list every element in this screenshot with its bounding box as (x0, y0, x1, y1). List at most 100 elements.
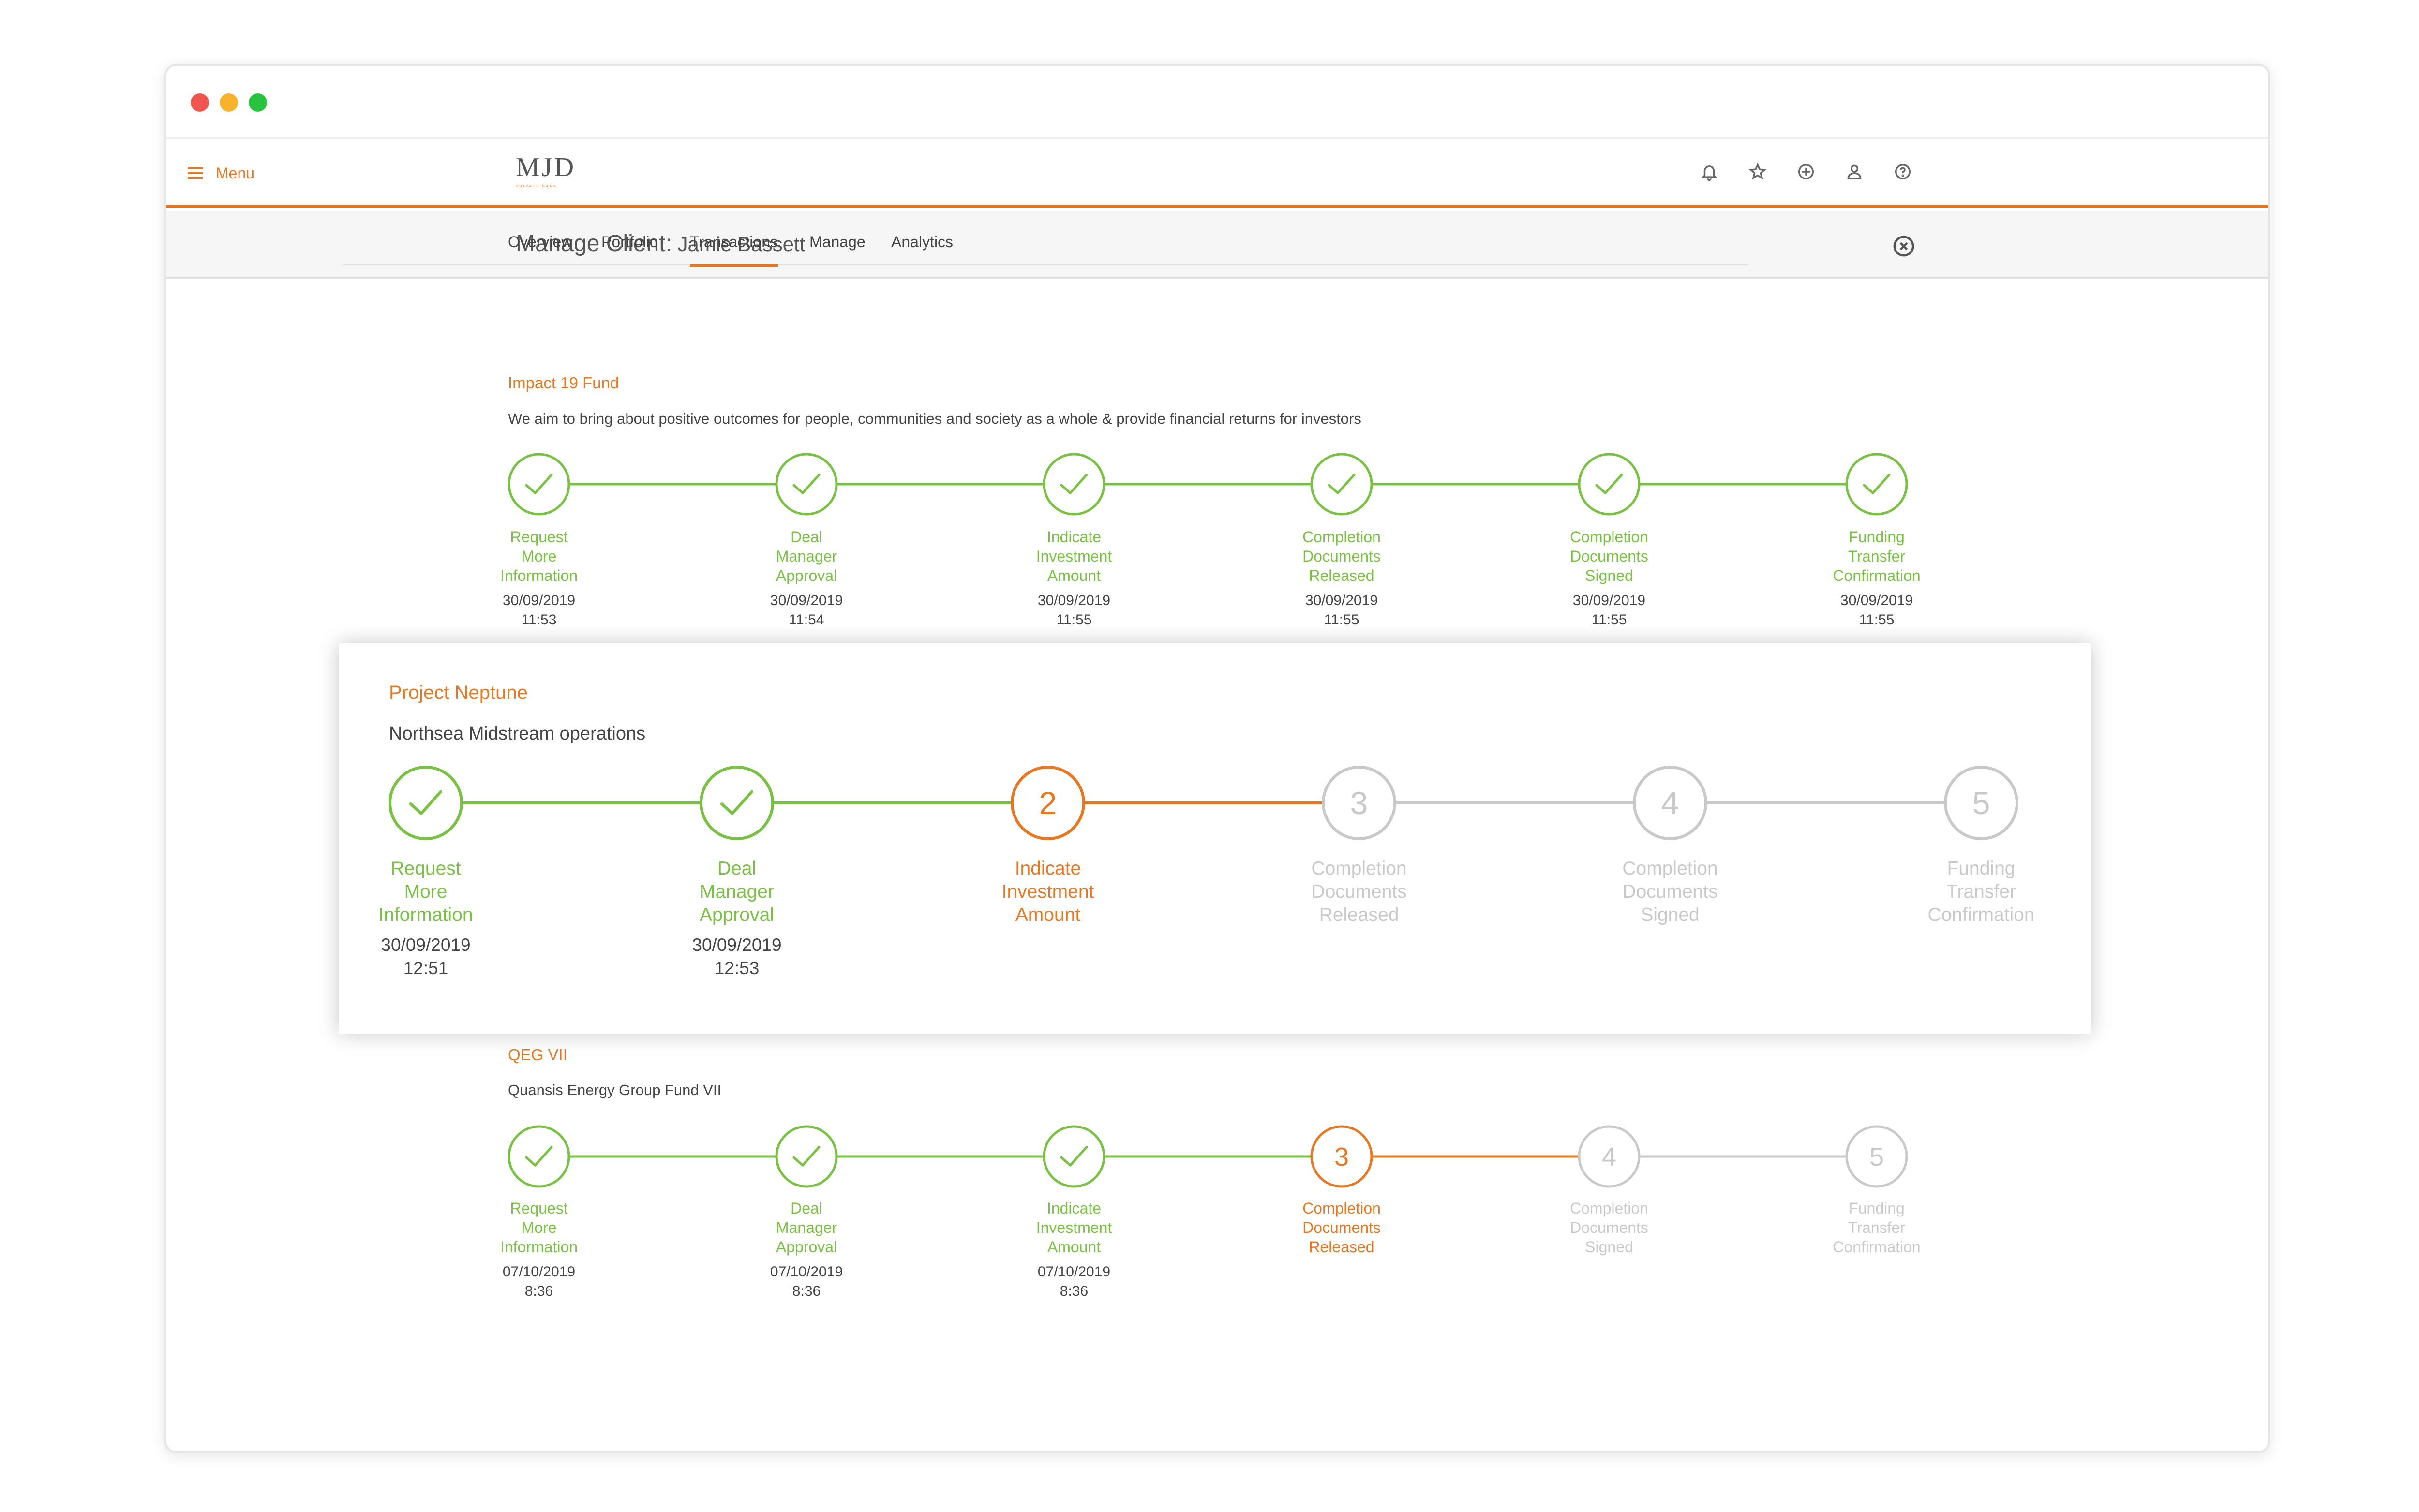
fund-title: QEG VII (508, 1046, 567, 1064)
step-node[interactable]: 5 (1944, 766, 2018, 840)
step-number: 3 (1350, 785, 1368, 821)
step-node[interactable]: 5 (1845, 1125, 1908, 1188)
fund-card-project-neptune[interactable]: Project Neptune Northsea Midstream opera… (339, 643, 2091, 1034)
close-icon[interactable] (1893, 235, 1915, 257)
step-number: 2 (1039, 785, 1057, 821)
step-node[interactable]: 3 (1310, 1125, 1373, 1188)
check-icon (525, 1145, 553, 1167)
menu-label: Menu (216, 164, 255, 182)
step-node[interactable]: 4 (1633, 766, 1707, 840)
window-maximize-button[interactable] (249, 93, 267, 112)
step-node[interactable] (775, 1125, 838, 1188)
stepper-graphic: 3 4 5 (508, 1125, 1908, 1188)
window-titlebar (166, 66, 2268, 139)
fund-description: We aim to bring about positive outcomes … (508, 410, 1361, 427)
check-icon (1595, 473, 1623, 494)
step-node[interactable] (1845, 453, 1908, 516)
check-icon (792, 1145, 821, 1167)
tab-overview[interactable]: Overview (508, 233, 573, 251)
check-icon (1863, 473, 1891, 494)
page-title-prefix: Manage Client: (516, 231, 672, 256)
step-node[interactable] (389, 766, 463, 840)
window-minimize-button[interactable] (220, 93, 238, 112)
tab-transactions[interactable]: Transactions (690, 233, 778, 267)
check-icon (1060, 1145, 1088, 1167)
window-close-button[interactable] (191, 93, 209, 112)
help-icon[interactable] (1894, 163, 1912, 181)
brand-logo[interactable]: MJD PRIVATE BANK (516, 153, 588, 193)
tab-analytics[interactable]: Analytics (891, 233, 954, 251)
step-node[interactable] (1043, 453, 1105, 516)
step-node[interactable]: 4 (1578, 1125, 1641, 1188)
client-tabs: Overview Portfolio Transactions Manage A… (343, 222, 1748, 267)
step-circle (1578, 1125, 1641, 1188)
step-node[interactable] (775, 453, 838, 516)
stepper-graphic: 2 3 4 5 (389, 766, 2018, 840)
user-icon[interactable] (1845, 163, 1864, 181)
step-node[interactable] (508, 453, 570, 516)
step-circle (700, 766, 774, 840)
step-circle (1310, 1125, 1373, 1188)
header-icon-bar (1700, 163, 1912, 181)
step-node[interactable] (1043, 1125, 1105, 1188)
star-icon[interactable] (1748, 163, 1767, 181)
step-circle (508, 453, 570, 516)
step-node[interactable]: 2 (1011, 766, 1085, 840)
check-icon (1060, 473, 1088, 494)
hamburger-icon (188, 167, 203, 179)
fund-description: Quansis Energy Group Fund VII (508, 1082, 722, 1098)
menu-button[interactable]: Menu (188, 163, 254, 184)
check-icon (792, 473, 821, 494)
step-node[interactable] (700, 766, 774, 840)
bell-icon[interactable] (1700, 163, 1718, 181)
step-node[interactable] (508, 1125, 570, 1188)
step-circle (1845, 1125, 1908, 1188)
step-circle (1633, 766, 1707, 840)
step-circle (1043, 453, 1105, 516)
step-circle (775, 453, 838, 516)
plus-circle-icon[interactable] (1797, 163, 1815, 181)
tab-manage[interactable]: Manage (809, 233, 866, 251)
logo-mark: MJD (516, 152, 576, 182)
fund-description: Northsea Midstream operations (389, 724, 646, 744)
page-title: Manage Client: Jamie Bassett (516, 230, 805, 257)
step-circle (1944, 766, 2018, 840)
step-node[interactable] (1578, 453, 1641, 516)
step-node[interactable]: 3 (1322, 766, 1396, 840)
step-number: 3 (1334, 1142, 1349, 1171)
check-icon (525, 473, 553, 494)
tab-portfolio[interactable]: Portfolio (601, 233, 658, 251)
step-circle (1845, 453, 1908, 516)
fund-title: Impact 19 Fund (508, 374, 619, 392)
step-node[interactable] (1310, 453, 1373, 516)
step-circle (1310, 453, 1373, 516)
check-icon (720, 790, 754, 815)
step-circle (1011, 766, 1085, 840)
